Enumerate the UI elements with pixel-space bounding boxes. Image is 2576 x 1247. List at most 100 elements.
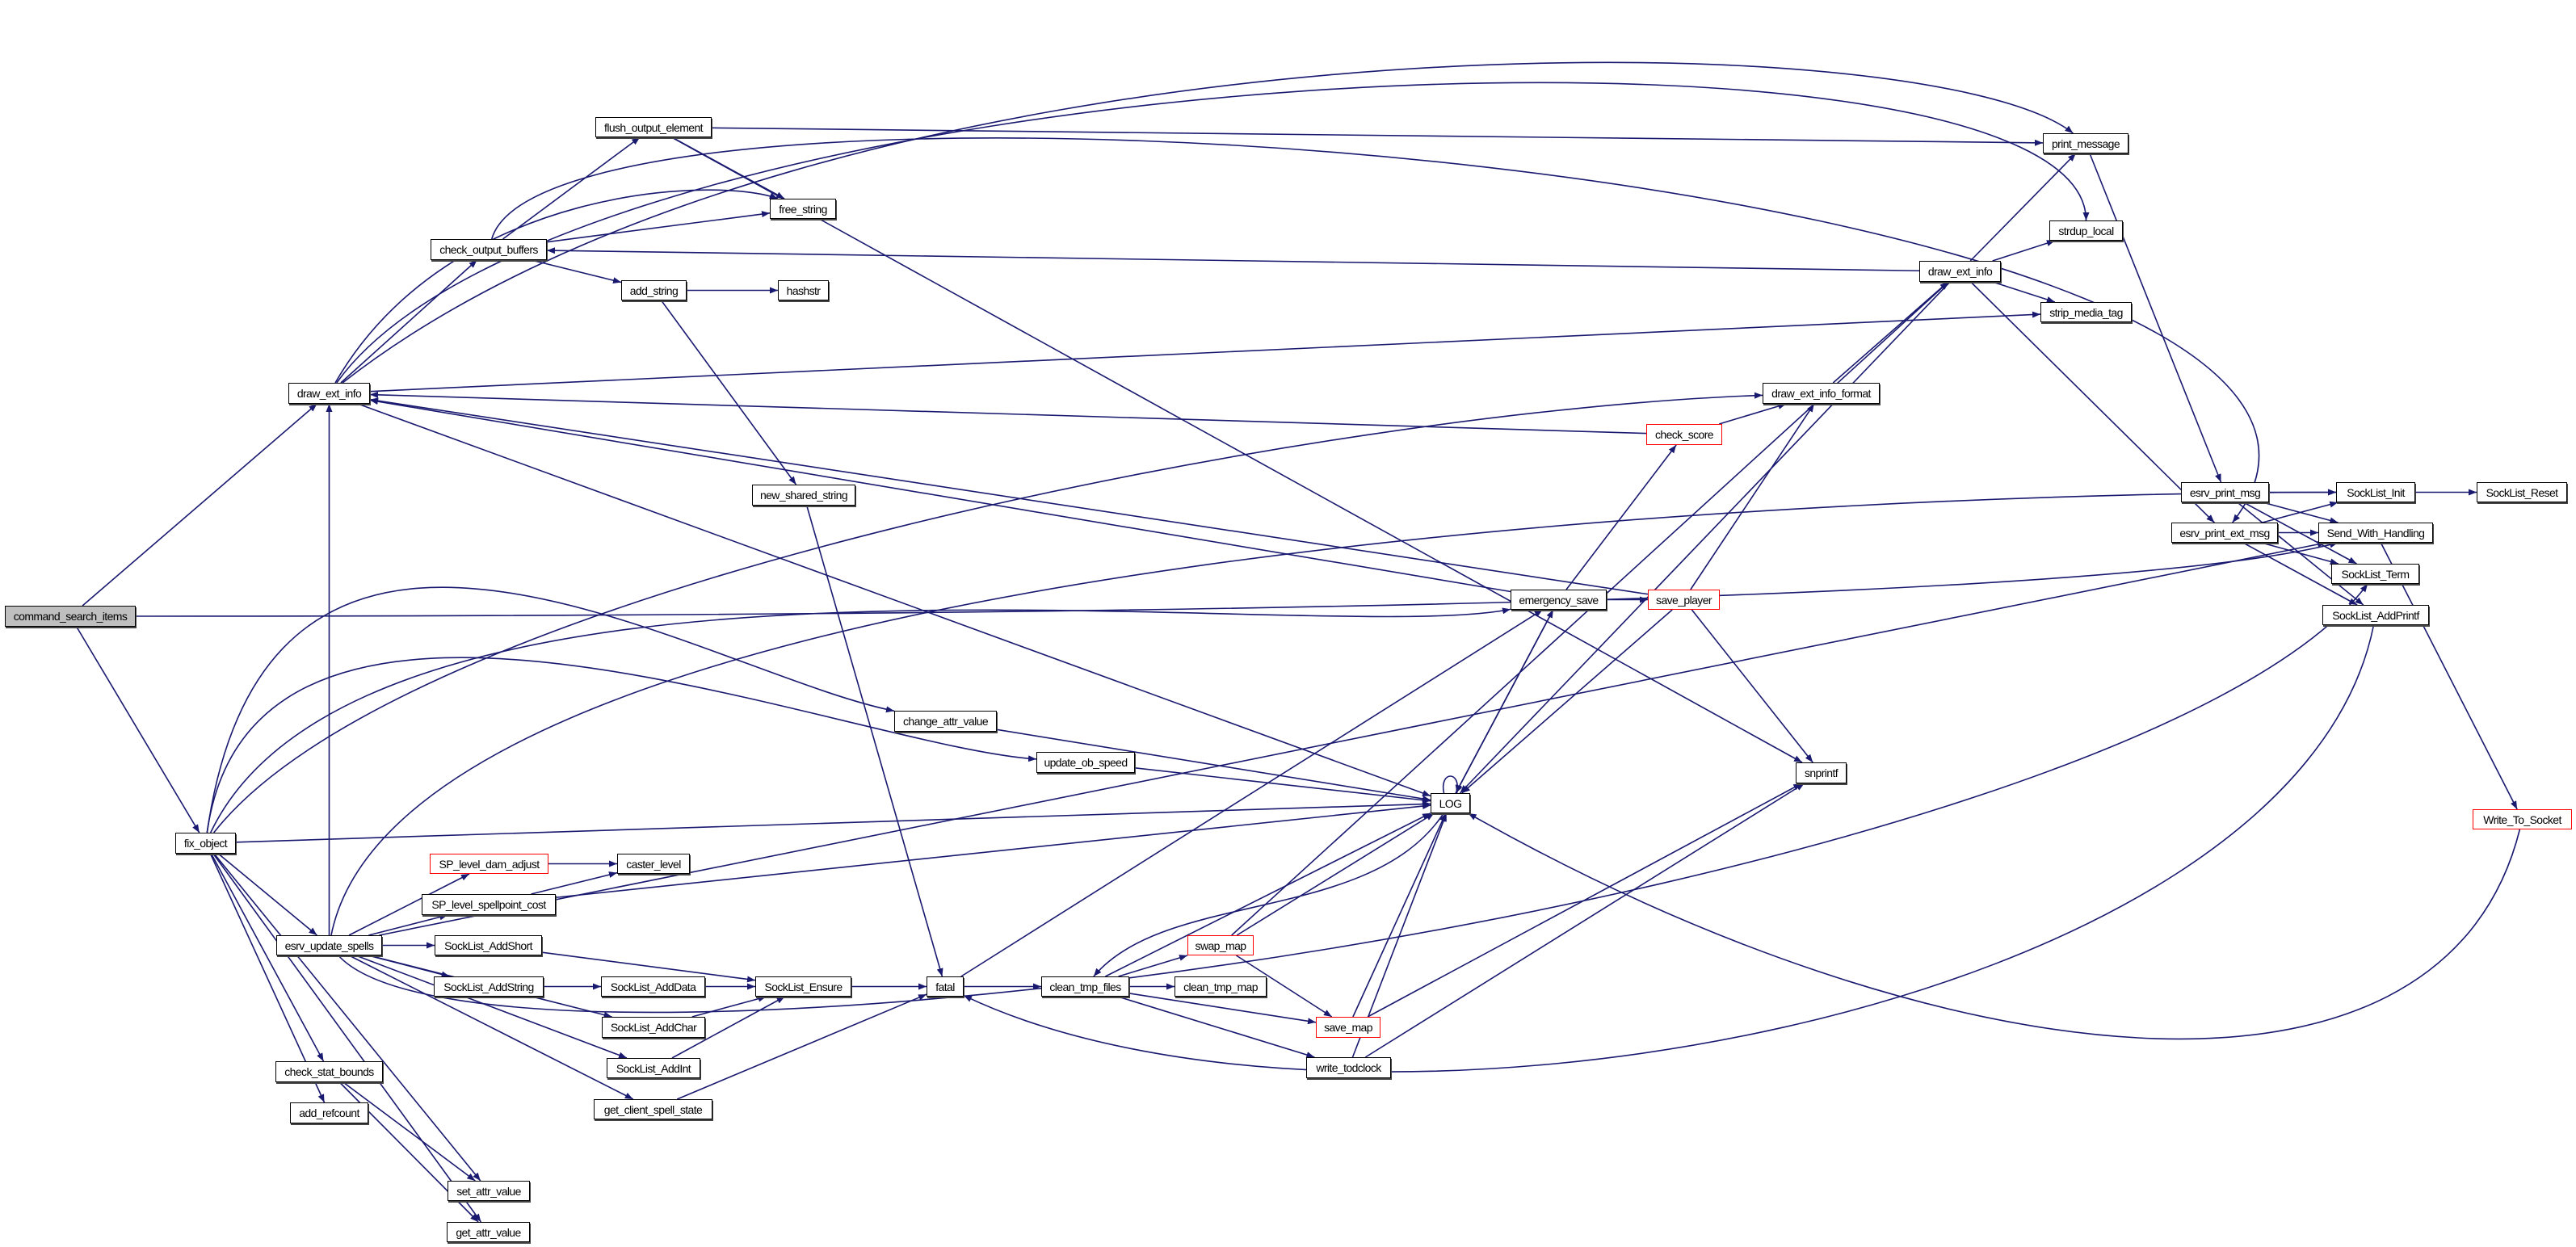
edge-fix_object-to-draw_ext_info_format [213,392,1763,833]
node-write-todclock[interactable]: write_todclock [1306,1057,1391,1078]
node-draw-ext-info-format[interactable]: draw_ext_info_format [1763,383,1880,404]
node-esrv-print-ext-msg[interactable]: esrv_print_ext_msg [2171,523,2278,543]
node-emergency-save[interactable]: emergency_save [1511,590,1607,610]
edge-clean_tmp_files-to-save_map [1128,993,1317,1025]
node-strdup-local[interactable]: strdup_local [2049,220,2123,241]
edge-fix_object-to-add_refcount [209,853,326,1103]
edge-draw_ext_info_l-to-strip_media_tag [369,311,2041,393]
node-flush-output-element[interactable]: flush_output_element [595,117,712,137]
edge-fix_object-to-check_stat_bounds [210,853,325,1062]
edge-check_score-to-draw_ext_info_l [369,391,1647,435]
edge-SockList_AddChar-to-SockList_Ensure [691,995,767,1018]
node-check-stat-bounds[interactable]: check_stat_bounds [275,1061,383,1082]
node-socklist-ensure[interactable]: SockList_Ensure [755,976,851,997]
node-send-with-handling[interactable]: Send_With_Handling [2318,523,2433,543]
node-check-score[interactable]: check_score [1646,424,1722,445]
edge-SockList_AddShort-to-SockList_Ensure [541,951,756,983]
edge-esrv_update_spells-to-SockList_AddInt [355,955,628,1059]
edge-LOG-to-emergency_save [1455,609,1554,794]
edge-esrv_print_ext_msg-to-SockList_Init [2262,501,2339,523]
node-caster-level[interactable]: caster_level [617,854,690,874]
edge-save_player-to-draw_ext_info_format [1690,403,1815,590]
node-check-output-buffers[interactable]: check_output_buffers [431,239,547,260]
node-socklist-addint[interactable]: SockList_AddInt [607,1058,700,1078]
node-esrv-print-msg[interactable]: esrv_print_msg [2181,482,2269,502]
node-sp-level-spellpoint-cost[interactable]: SP_level_spellpoint_cost [422,894,556,915]
node-save-player[interactable]: save_player [1648,590,1720,610]
node-strip-media-tag[interactable]: strip_media_tag [2040,302,2132,322]
node-log[interactable]: LOG [1431,793,1470,813]
edge-check_score-to-draw_ext_info_format [1718,403,1787,425]
node-get-attr-value[interactable]: get_attr_value [447,1222,530,1242]
edge-esrv_update_spells-to-get_client_spell_state [348,955,634,1100]
edge-swap_map-to-LOG [1236,812,1435,936]
node-swap-map[interactable]: swap_map [1187,935,1254,955]
node-change-attr-value[interactable]: change_attr_value [894,711,997,732]
edge-emergency_save-to-draw_ext_info_l [369,398,1511,593]
node-socklist-addshort[interactable]: SockList_AddShort [435,935,542,955]
edge-fix_object-to-set_attr_value [213,853,481,1182]
node-hashstr[interactable]: hashstr [778,280,829,300]
edge-SockList_AddInt-to-SockList_Ensure [671,996,785,1059]
edge-esrv_update_spells-to-SP_level_dam_adjust [348,873,470,936]
node-socklist-init[interactable]: SockList_Init [2336,482,2415,502]
node-socklist-reset[interactable]: SockList_Reset [2477,482,2567,502]
node-socklist-addstring[interactable]: SockList_AddString [434,976,544,997]
node-fatal[interactable]: fatal [927,976,964,997]
node-snprintf[interactable]: snprintf [1796,762,1847,783]
edge-check_output_buffers-to-free_string [546,211,771,243]
edge-draw_ext_info_l-to-free_string [334,189,779,384]
edge-save_player-to-LOG [1461,609,1673,794]
edge-change_attr_value-to-LOG [996,728,1431,802]
edge-esrv_update_spells-to-SockList_Init [330,489,2337,936]
node-socklist-term[interactable]: SockList_Term [2331,564,2419,584]
edge-save_map-to-LOG [1352,812,1447,1018]
edge-esrv_update_spells-to-Send_With_Handling [379,541,2326,936]
edge-fix_object-to-LOG [235,800,1431,843]
node-free-string[interactable]: free_string [770,199,836,219]
edge-print_message-to-esrv_print_msg [2089,153,2222,483]
edge-swap_map-to-save_map [1236,955,1333,1018]
edge-esrv_update_spells-to-SockList_Term [338,583,2368,1014]
edge-flush_output_element-to-snprintf [671,136,1803,763]
edge-emergency_save-to-check_score [1565,444,1677,590]
edge-fix_object-to-emergency_save [209,607,1511,833]
edge-draw_ext_info_r-to-esrv_print_ext_msg [1970,281,2215,523]
node-draw-ext-info-r[interactable]: draw_ext_info [1919,261,2001,282]
edge-Write_To_Socket-to-LOG [1468,812,2521,1040]
node-add-string[interactable]: add_string [621,280,687,300]
node-clean-tmp-files[interactable]: clean_tmp_files [1041,976,1129,997]
edge-command_search_items-to-draw_ext_info_l [82,403,317,607]
node-update-ob-speed[interactable]: update_ob_speed [1036,752,1135,773]
node-clean-tmp-map[interactable]: clean_tmp_map [1175,976,1267,997]
edge-draw_ext_info_l-to-print_message [342,61,2074,384]
edge-SP_level_spellpoint_cost-to-LOG [555,803,1431,899]
node-socklist-adddata[interactable]: SockList_AddData [601,976,705,997]
edge-Send_With_Handling-to-Write_To_Socket [2380,542,2518,810]
edge-add_string-to-new_shared_string [661,300,797,485]
node-socklist-addchar[interactable]: SockList_AddChar [602,1017,705,1038]
node-draw-ext-info-l[interactable]: draw_ext_info [288,383,370,404]
node-socklist-addprintf[interactable]: SockList_AddPrintf [2322,605,2429,625]
node-new-shared-string[interactable]: new_shared_string [752,485,855,506]
node-fix-object[interactable]: fix_object [175,833,236,854]
node-write-to-socket[interactable]: Write_To_Socket [2473,809,2572,829]
node-sp-level-dam-adjust[interactable]: SP_level_dam_adjust [430,854,548,874]
node-esrv-update-spells[interactable]: esrv_update_spells [276,935,382,955]
node-get-client-spell-state[interactable]: get_client_spell_state [594,1099,712,1119]
edge-new_shared_string-to-fatal [805,505,943,977]
node-save-map[interactable]: save_map [1316,1017,1380,1038]
edge-draw_ext_info_l-to-LOG [357,403,1431,797]
node-print-message[interactable]: print_message [2043,133,2128,153]
node-set-attr-value[interactable]: set_attr_value [448,1181,530,1201]
edge-draw_ext_info_r-to-strdup_local [1992,240,2056,262]
edge-check_output_buffers-to-flush_output_element [502,136,641,240]
edge-draw_ext_info_r-to-print_message [1969,153,2077,262]
edge-esrv_print_ext_msg-to-SockList_Term [2261,542,2339,565]
edge-clean_tmp_files-to-swap_map [1118,955,1188,977]
edge-esrv_update_spells-to-SP_level_spellpoint_cost [368,913,448,936]
edge-draw_ext_info_r-to-check_output_buffers [546,247,1920,272]
node-add-refcount[interactable]: add_refcount [290,1102,368,1123]
edge-LOG-to-LOG [1442,775,1462,794]
